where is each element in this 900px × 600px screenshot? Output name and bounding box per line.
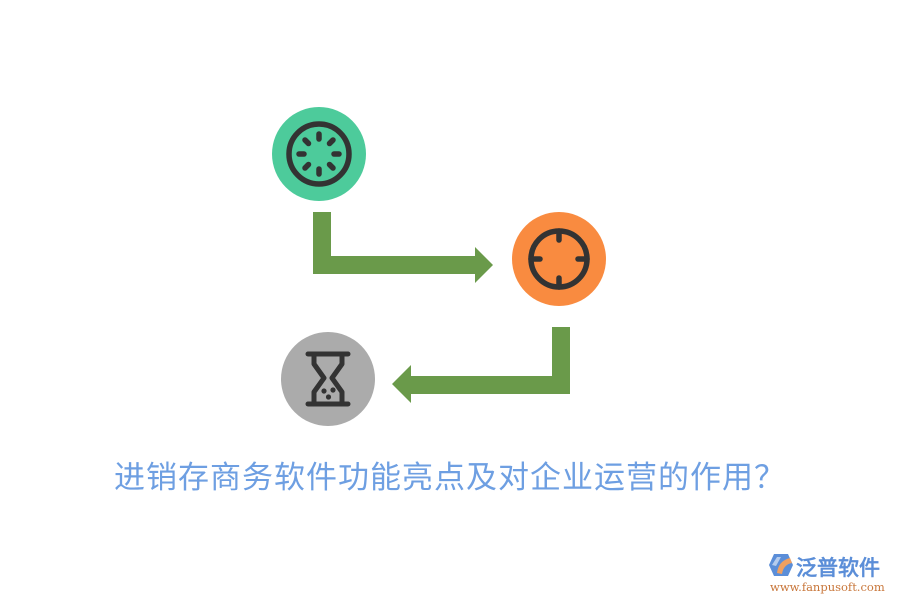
- page-title: 进销存商务软件功能亮点及对企业运营的作用？: [114, 460, 786, 496]
- loading-spinner-icon: [286, 121, 352, 187]
- step-1-circle: [272, 107, 366, 201]
- brand-logo[interactable]: 泛普软件 www.fanpusoft.com: [768, 552, 898, 596]
- arrow-left: [392, 327, 570, 403]
- hourglass-icon: [305, 351, 351, 407]
- logo-name: 泛普软件: [796, 556, 880, 580]
- arrow-right: [313, 212, 493, 283]
- step-2-circle: [512, 212, 606, 306]
- fanpu-logo-icon: [769, 554, 793, 576]
- logo-url: www.fanpusoft.com: [770, 580, 885, 594]
- crosshair-target-icon: [528, 228, 590, 290]
- step-3-circle: [281, 332, 375, 426]
